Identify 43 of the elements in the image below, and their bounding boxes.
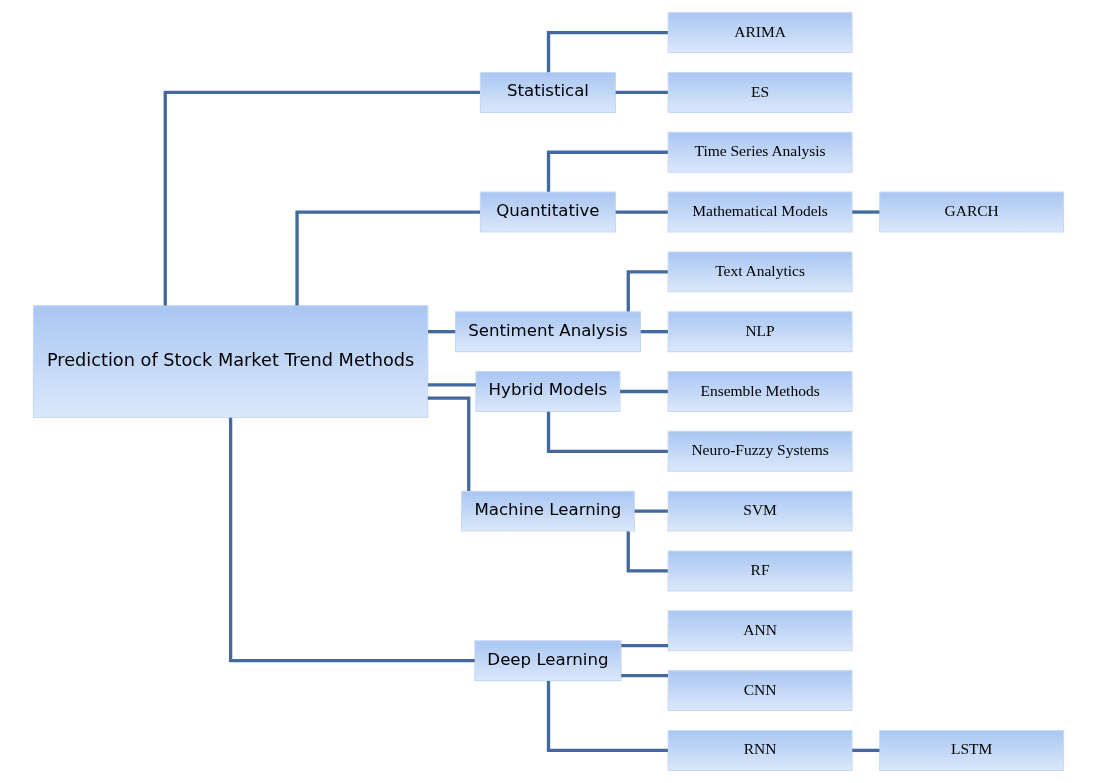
connector [546,411,668,453]
connector [851,748,879,753]
connector [851,210,879,214]
node-box: ARIMA [667,12,853,54]
node-box: LSTM [878,729,1064,771]
connector [640,330,668,334]
connector [620,673,668,678]
node-box: GARCH [878,191,1064,233]
node-box: Sentiment Analysis [454,311,641,353]
node-box: ES [667,71,853,113]
node-box: RNN [667,729,853,771]
connector [163,90,480,306]
connector [626,531,668,573]
connector [427,396,470,491]
connector [615,90,668,95]
connector [546,681,668,753]
node-box: Quantitative [479,191,616,233]
node-box: Machine Learning [460,490,635,532]
node-box: Statistical [479,71,616,113]
node-box: CNN [667,670,853,712]
connector [634,509,668,513]
connector [294,210,480,306]
node-box: NLP [667,311,853,353]
node-box: RF [667,550,853,592]
connector [228,417,475,663]
node-box: Text Analytics [667,251,853,293]
node-box: SVM [667,490,853,532]
node-box: Ensemble Methods [667,371,853,412]
connector [427,330,455,334]
node-box: ANN [667,610,853,652]
node-box: Time Series Analysis [667,131,853,173]
connector [427,383,476,387]
node-box: Prediction of Stock Market Trend Methods [32,305,428,419]
node-box: Deep Learning [473,640,622,682]
connector [626,270,668,312]
node-box: Neuro-Fuzzy Systems [667,430,853,472]
connector [546,30,668,73]
connector [620,644,668,648]
node-box: Mathematical Models [667,191,853,233]
connector [615,210,668,214]
connector [546,150,668,192]
connector [619,389,668,394]
node-box: Hybrid Models [474,371,620,412]
